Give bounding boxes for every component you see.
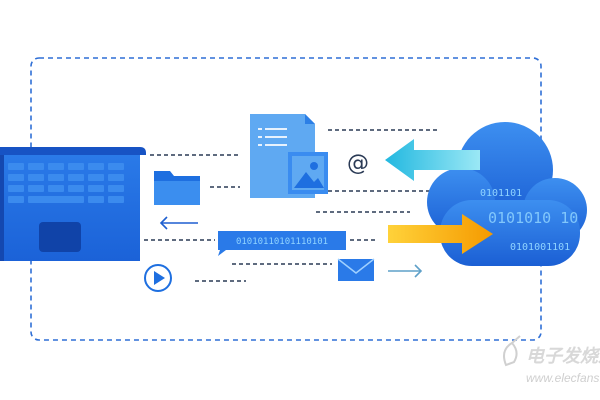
play-icon bbox=[144, 264, 172, 292]
image-icon bbox=[288, 152, 328, 194]
connector-lines bbox=[144, 129, 440, 282]
data-stream-bar: 01010110101110101 bbox=[218, 231, 346, 256]
folder-icon bbox=[154, 171, 200, 205]
cloud-icon: 0101101 0101010 10 0101001101 bbox=[427, 122, 587, 266]
at-symbol: @ bbox=[347, 151, 369, 176]
watermark: 电子发烧友 www.elecfans.com bbox=[503, 335, 600, 385]
watermark-url: www.elecfans.com bbox=[526, 371, 600, 385]
arrow-right-icon bbox=[388, 264, 423, 278]
arrow-left-icon bbox=[159, 216, 198, 230]
cloud-binary-line-1: 0101101 bbox=[480, 188, 522, 199]
watermark-cn: 电子发烧友 bbox=[526, 346, 600, 367]
data-stream-text: 01010110101110101 bbox=[236, 237, 328, 247]
touchpad bbox=[39, 222, 81, 252]
download-arrow-icon bbox=[385, 139, 480, 181]
envelope-icon bbox=[337, 258, 375, 281]
upload-arrow-icon bbox=[388, 214, 493, 254]
laptop-icon bbox=[0, 147, 146, 261]
watermark-logo-icon bbox=[503, 335, 521, 367]
cloud-binary-line-2: 0101010 10 bbox=[488, 209, 578, 227]
cloud-binary-line-3: 0101001101 bbox=[510, 242, 570, 253]
